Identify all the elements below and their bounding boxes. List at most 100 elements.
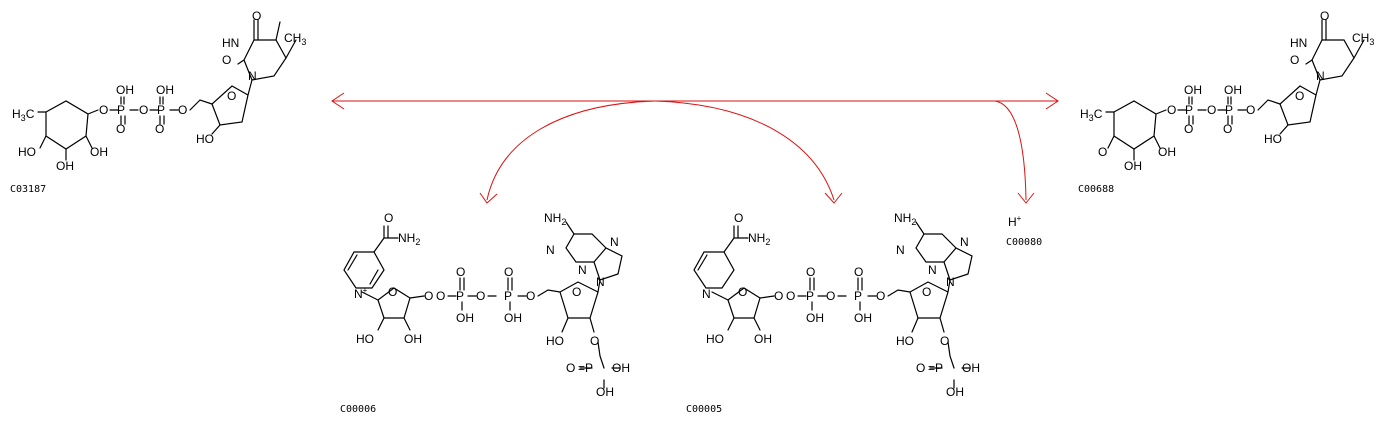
svg-text:P: P bbox=[504, 289, 512, 303]
svg-text:H3C: H3C bbox=[1080, 107, 1103, 123]
svg-text:O: O bbox=[99, 103, 108, 117]
svg-text:OH: OH bbox=[612, 361, 630, 375]
svg-text:OH: OH bbox=[90, 145, 108, 159]
arrow-head-c00005 bbox=[824, 192, 843, 204]
svg-text:OH: OH bbox=[806, 311, 824, 325]
svg-text:O: O bbox=[1290, 53, 1299, 67]
svg-text:O: O bbox=[854, 265, 863, 279]
cofactor-arrow-to-c00006 bbox=[486, 100, 656, 201]
svg-text:N: N bbox=[610, 235, 619, 249]
compound-c00688-structure: H3C O OH OH O P OH O O P OH O O O HO N O… bbox=[1080, 9, 1374, 173]
svg-text:CH3: CH3 bbox=[284, 31, 306, 47]
svg-text:O: O bbox=[922, 285, 931, 299]
svg-text:OH: OH bbox=[56, 159, 74, 173]
svg-text:O: O bbox=[826, 289, 835, 303]
svg-text:O: O bbox=[916, 361, 925, 375]
svg-text:O: O bbox=[222, 53, 231, 67]
svg-text:N: N bbox=[928, 263, 937, 277]
svg-text:O: O bbox=[139, 103, 148, 117]
arrow-head-right bbox=[1045, 92, 1059, 110]
svg-text:O: O bbox=[388, 285, 397, 299]
svg-text:O: O bbox=[1320, 9, 1329, 23]
svg-text:O: O bbox=[572, 285, 581, 299]
svg-text:N: N bbox=[946, 275, 955, 289]
svg-text:O: O bbox=[774, 289, 783, 303]
svg-text:N: N bbox=[960, 235, 969, 249]
svg-text:N: N bbox=[578, 263, 587, 277]
svg-text:O: O bbox=[734, 211, 743, 225]
svg-text:O: O bbox=[1207, 103, 1216, 117]
svg-text:OH: OH bbox=[596, 385, 614, 399]
reaction-arrows bbox=[331, 92, 1059, 204]
compound-id-c03187: C03187 bbox=[10, 184, 46, 195]
svg-text:HN: HN bbox=[222, 36, 239, 50]
compound-id-c00006: C00006 bbox=[340, 404, 376, 415]
compound-c00005-structure: O NH2 N O HO OH O O P O OH O P O OH O O … bbox=[693, 211, 980, 399]
svg-text:O: O bbox=[566, 361, 575, 375]
svg-text:O: O bbox=[590, 334, 599, 348]
compound-id-c00080: C00080 bbox=[1006, 237, 1042, 248]
svg-text:OH: OH bbox=[1184, 83, 1202, 97]
svg-text:O: O bbox=[178, 103, 187, 117]
svg-text:P: P bbox=[1225, 103, 1233, 117]
svg-text:P: P bbox=[456, 289, 464, 303]
svg-text:HO: HO bbox=[18, 145, 36, 159]
svg-text:OH: OH bbox=[156, 83, 174, 97]
svg-text:HO: HO bbox=[706, 332, 724, 346]
arrow-head-left bbox=[331, 92, 345, 110]
svg-text:OH: OH bbox=[1158, 145, 1176, 159]
svg-text:O: O bbox=[1098, 145, 1107, 159]
svg-text:P: P bbox=[117, 103, 125, 117]
svg-text:O: O bbox=[155, 122, 164, 136]
arrow-head-c00006 bbox=[479, 192, 498, 204]
svg-text:N: N bbox=[1316, 69, 1325, 83]
svg-text:O: O bbox=[456, 265, 465, 279]
svg-text:HO: HO bbox=[546, 334, 564, 348]
svg-text:O: O bbox=[1184, 122, 1193, 136]
svg-text:OH: OH bbox=[854, 311, 872, 325]
svg-text:P: P bbox=[806, 289, 814, 303]
svg-text:O: O bbox=[436, 289, 445, 303]
proton-arrow bbox=[994, 100, 1027, 201]
svg-text:O: O bbox=[384, 211, 393, 225]
compound-c03187-structure: H3C HO OH OH O P OH O O P OH O O O HO N … bbox=[12, 9, 306, 173]
svg-text:N: N bbox=[248, 69, 257, 83]
svg-text:NH2: NH2 bbox=[544, 211, 566, 227]
svg-text:P: P bbox=[854, 289, 862, 303]
svg-text:N: N bbox=[596, 275, 605, 289]
svg-text:P: P bbox=[157, 103, 165, 117]
svg-text:CH3: CH3 bbox=[1352, 31, 1374, 47]
svg-text:O: O bbox=[1223, 122, 1232, 136]
svg-text:OH: OH bbox=[962, 361, 980, 375]
svg-text:OH: OH bbox=[1224, 83, 1242, 97]
svg-text:H3C: H3C bbox=[12, 107, 35, 123]
svg-text:O: O bbox=[476, 289, 485, 303]
svg-text:P: P bbox=[1185, 103, 1193, 117]
svg-text:O: O bbox=[116, 122, 125, 136]
svg-text:N: N bbox=[896, 243, 905, 257]
svg-text:O: O bbox=[786, 289, 795, 303]
compound-id-c00005: C00005 bbox=[686, 404, 722, 415]
svg-text:OH: OH bbox=[404, 332, 422, 346]
svg-text:=P: =P bbox=[578, 361, 593, 375]
compound-c00006-structure: O NH2 N+ O HO OH O O P O OH O P O OH O O… bbox=[343, 211, 630, 399]
svg-text:OH: OH bbox=[946, 385, 964, 399]
svg-text:OH: OH bbox=[1124, 159, 1142, 173]
svg-text:OH: OH bbox=[116, 83, 134, 97]
svg-text:OH: OH bbox=[504, 311, 522, 325]
svg-text:NH2: NH2 bbox=[894, 211, 916, 227]
svg-text:OH: OH bbox=[754, 332, 772, 346]
svg-text:O: O bbox=[806, 265, 815, 279]
svg-text:O: O bbox=[1246, 103, 1255, 117]
svg-text:O: O bbox=[876, 289, 885, 303]
svg-text:O: O bbox=[424, 289, 433, 303]
cofactor-arrow-to-c00005 bbox=[654, 100, 835, 201]
svg-text:O: O bbox=[252, 9, 261, 23]
svg-text:O: O bbox=[227, 89, 236, 103]
svg-text:NH2: NH2 bbox=[398, 231, 420, 247]
svg-text:OH: OH bbox=[456, 311, 474, 325]
svg-text:O: O bbox=[1167, 103, 1176, 117]
svg-text:NH2: NH2 bbox=[748, 231, 770, 247]
svg-text:HN: HN bbox=[1290, 36, 1307, 50]
